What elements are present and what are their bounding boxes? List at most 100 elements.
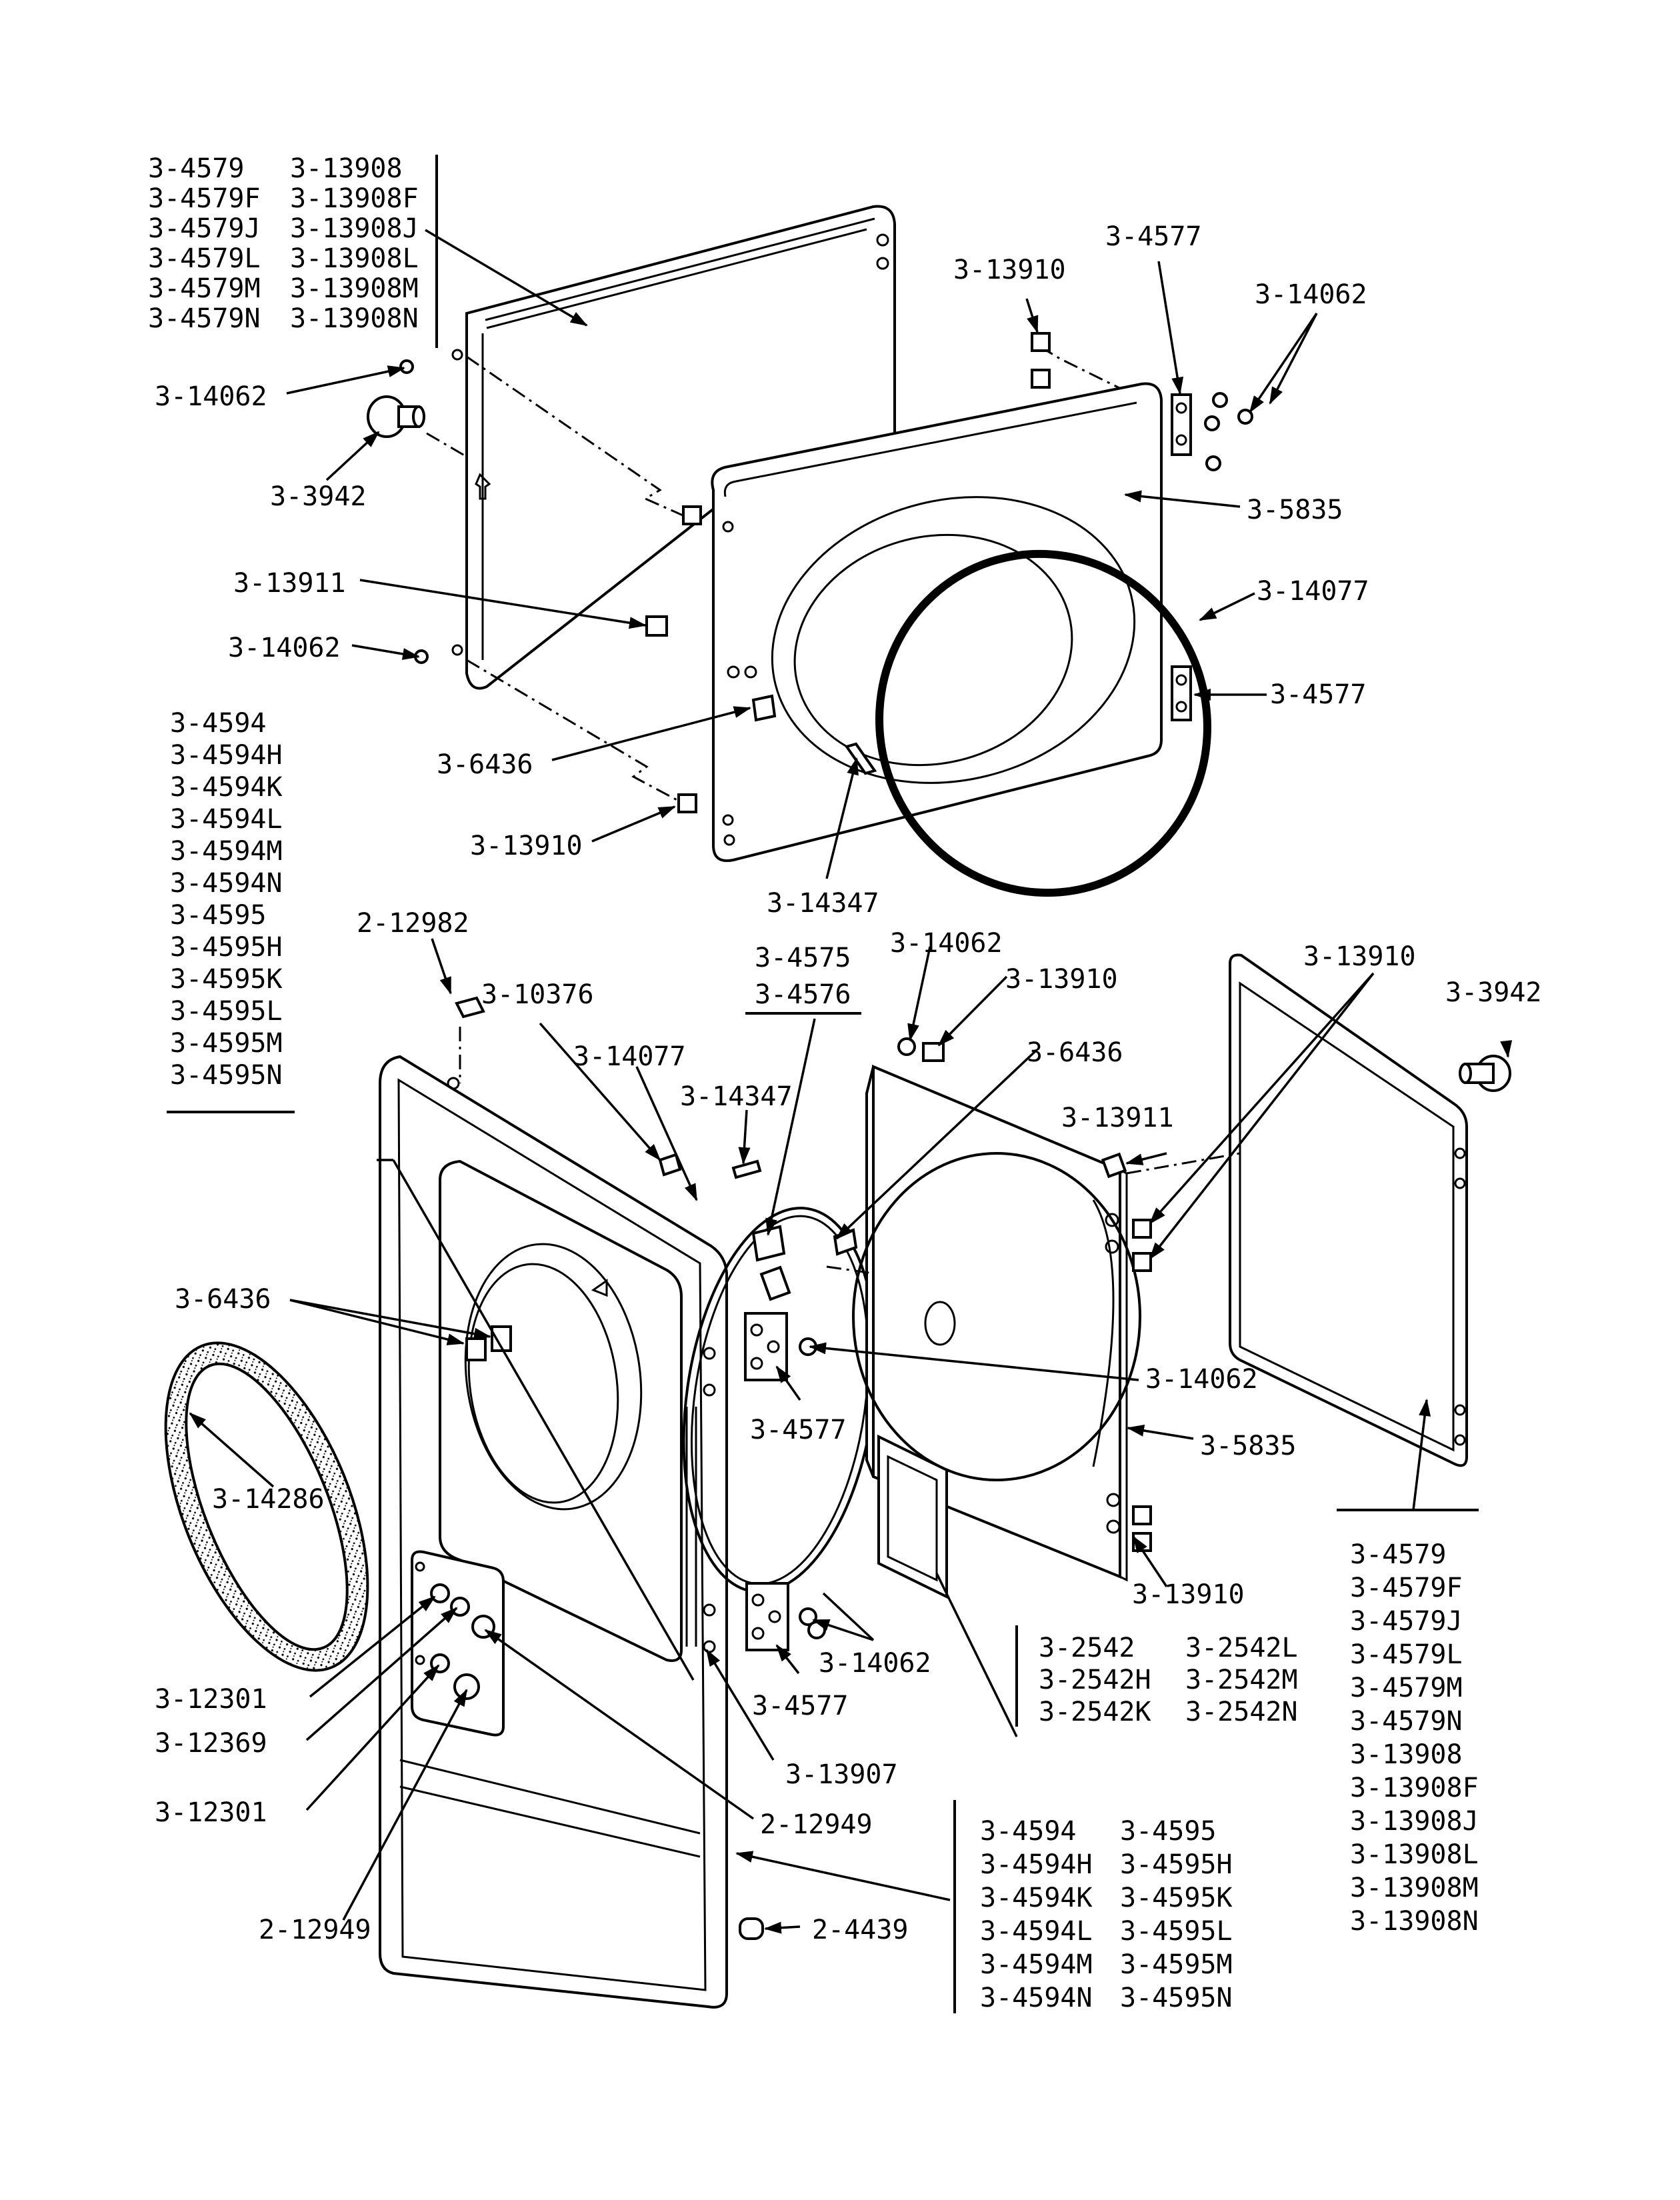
- hinge-icon: [1171, 665, 1192, 721]
- clip-icon: [833, 1228, 858, 1256]
- clip-icon: [455, 996, 485, 1019]
- callout-label: 3-3942: [1445, 977, 1542, 1008]
- clip-icon: [1031, 369, 1051, 389]
- lower-door-frame: [379, 1055, 728, 2009]
- callout-label: 3-14062: [1145, 1364, 1258, 1395]
- part-number: 3-4579: [1350, 1539, 1447, 1570]
- callout-label: 3-12301: [155, 1684, 267, 1715]
- part-number: 3-4579J: [1350, 1606, 1463, 1637]
- part-number: 3-4594K: [170, 772, 283, 803]
- lower-inner-panel: [852, 1064, 1141, 1582]
- clip-icon: [1132, 1505, 1152, 1525]
- part-number: 3-4595K: [170, 964, 283, 995]
- part-number: 3-4595N: [1120, 1983, 1233, 2013]
- callout-labels: 3-14062 3-3942 3-13911 3-14062 3-6436 3-…: [155, 221, 1542, 1945]
- callout-label: 3-10376: [481, 979, 594, 1010]
- part-number: 3-13908M: [290, 273, 419, 304]
- part-number: 3-4594L: [980, 1916, 1093, 1947]
- hinge-icon: [744, 1312, 788, 1381]
- callout-label: 3-13910: [1005, 964, 1118, 995]
- part-number: 3-4594M: [170, 836, 283, 867]
- callout-label: 3-14062: [890, 928, 1003, 959]
- lower-assembly: [164, 953, 1511, 2009]
- callout-label: 3-4577: [1270, 679, 1367, 710]
- part-number: 3-4594: [980, 1816, 1077, 1847]
- part-number: 3-4595L: [1120, 1916, 1233, 1947]
- part-number: 3-4594H: [980, 1849, 1093, 1880]
- part-number: 3-13908L: [290, 243, 419, 274]
- guide-line-1: [466, 355, 694, 521]
- screw-icon: [1212, 392, 1228, 408]
- leader-lines: [189, 229, 1513, 1934]
- screw-icon: [897, 1037, 916, 1056]
- part-number: 3-13908: [1350, 1739, 1463, 1770]
- callout-label: 3-13907: [785, 1759, 898, 1790]
- part-number: 3-4579N: [148, 303, 261, 334]
- callout-label: 2-4439: [812, 1915, 909, 1945]
- part-number: 3-4594K: [980, 1883, 1093, 1913]
- upper-front-panel: [711, 382, 1163, 862]
- part-number: 3-4576: [755, 979, 851, 1010]
- part-number: 3-4579L: [148, 243, 261, 274]
- callout-label: 3-14347: [680, 1081, 793, 1112]
- callout-label: 3-14077: [573, 1041, 686, 1072]
- part-number: 3-4594M: [980, 1949, 1093, 1980]
- part-number: 3-4594H: [170, 740, 283, 771]
- part-number: 3-4595N: [170, 1060, 283, 1091]
- callout-label: 3-14347: [767, 888, 879, 919]
- part-number: 3-4594N: [980, 1983, 1093, 2013]
- screw-icon: [1204, 415, 1220, 431]
- lower-rear-frame: [1229, 953, 1468, 1467]
- knob-icon: [367, 395, 425, 438]
- part-number: 3-13908L: [1350, 1839, 1479, 1870]
- screw-icon: [807, 1621, 826, 1639]
- catch-icon: [751, 694, 777, 722]
- part-number: 3-4595H: [170, 932, 283, 963]
- callout-label: 2-12949: [259, 1915, 371, 1945]
- part-number: 3-13908N: [290, 303, 419, 334]
- catch-icon: [759, 1265, 791, 1301]
- callout-label: 3-13910: [1303, 941, 1416, 972]
- callout-label: 3-13910: [1132, 1579, 1245, 1610]
- callout-label: 3-5835: [1247, 495, 1343, 525]
- callout-label: 2-12949: [760, 1809, 873, 1840]
- clip-icon: [922, 1042, 945, 1062]
- guide-line-2: [466, 659, 684, 805]
- callout-label: 3-14062: [228, 633, 341, 663]
- callout-label: 3-3942: [270, 481, 367, 512]
- upper-assembly: [367, 205, 1253, 897]
- part-number: 3-4595L: [170, 996, 283, 1027]
- callout-label: 3-6436: [175, 1284, 271, 1315]
- part-number: 3-13908F: [290, 183, 419, 214]
- part-number: 3-4594N: [170, 868, 283, 899]
- part-number: 3-4579J: [148, 213, 261, 244]
- clip-icon: [677, 793, 697, 813]
- callout-label: 3-6436: [1027, 1037, 1123, 1068]
- part-number: 3-4594: [170, 708, 267, 739]
- clip-icon: [1031, 332, 1051, 352]
- callout-label: 3-14062: [819, 1648, 931, 1679]
- screw-icon: [1205, 455, 1221, 471]
- part-number: 3-4575: [755, 943, 851, 973]
- callout-label: 2-12982: [357, 908, 469, 939]
- part-number: 3-13908J: [1350, 1806, 1479, 1837]
- callout-label: 3-14286: [212, 1484, 325, 1515]
- callout-label: 3-12301: [155, 1797, 267, 1828]
- part-number: 3-4579F: [148, 183, 261, 214]
- callout-label: 3-4577: [750, 1415, 847, 1445]
- part-number: 3-4579M: [148, 273, 261, 304]
- part-number: 3-2542H: [1039, 1665, 1151, 1695]
- callout-label: 3-6436: [437, 749, 533, 780]
- part-number: 3-2542K: [1039, 1697, 1151, 1727]
- callout-label: 3-5835: [1200, 1431, 1297, 1461]
- part-number: 3-2542M: [1185, 1665, 1298, 1695]
- part-number: 3-4594L: [170, 804, 283, 835]
- callout-label: 3-13910: [953, 255, 1066, 285]
- part-number: 3-4595M: [1120, 1949, 1233, 1980]
